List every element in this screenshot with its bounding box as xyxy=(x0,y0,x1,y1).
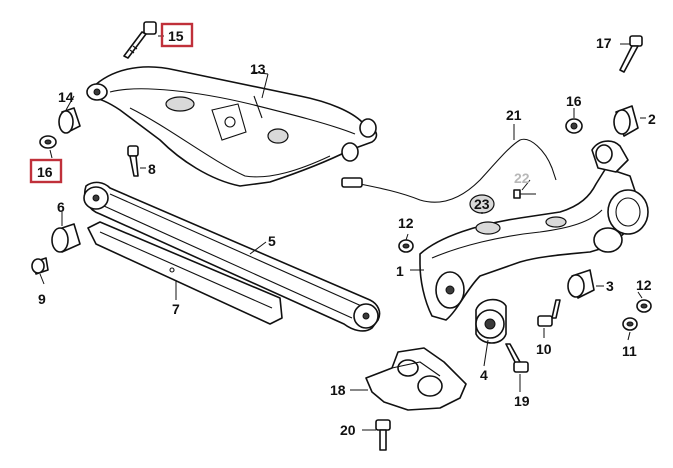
callout-3: 3 xyxy=(606,278,614,294)
part-8-bolt xyxy=(127,145,139,177)
part-22-bolt xyxy=(513,189,536,199)
part-19-bolt xyxy=(505,343,529,373)
part-21-sensor-cable xyxy=(341,138,557,203)
leader-lines xyxy=(39,35,646,431)
callout-16-right: 16 xyxy=(566,93,582,109)
callout-19: 19 xyxy=(514,393,530,409)
callout-10: 10 xyxy=(536,341,552,357)
part-13-upper-control-arm xyxy=(86,66,378,187)
callout-23: 23 xyxy=(474,196,490,212)
callout-labels: 1 2 3 4 5 6 7 8 9 10 11 12 12 13 14 15 1… xyxy=(37,28,656,438)
callout-15: 15 xyxy=(168,28,184,44)
callout-12-right: 12 xyxy=(636,277,652,293)
callout-20: 20 xyxy=(340,422,356,438)
part-1-wheel-carrier xyxy=(419,140,649,321)
highlight-box-15 xyxy=(160,22,194,48)
callout-2: 2 xyxy=(648,111,656,127)
callout-18: 18 xyxy=(330,382,346,398)
callout-22: 22 xyxy=(514,170,530,186)
callout-12-left: 12 xyxy=(398,215,414,231)
part-18-bracket xyxy=(365,347,467,411)
part-16-nut xyxy=(39,135,57,149)
part-14-bushing xyxy=(58,107,81,134)
part-15-bolt xyxy=(123,21,157,59)
part-20-bolt xyxy=(375,419,391,451)
part-2-bushing xyxy=(613,105,639,137)
part-12-washer-left xyxy=(398,239,414,253)
part-16-nut-right xyxy=(565,118,583,134)
callout-1: 1 xyxy=(396,263,404,279)
callout-8: 8 xyxy=(148,161,156,177)
callout-5: 5 xyxy=(268,233,276,249)
callout-6: 6 xyxy=(57,199,65,215)
part-3-bushing xyxy=(567,269,595,299)
part-6-bushing xyxy=(51,223,81,253)
part-12-washer-right xyxy=(636,299,652,313)
callout-13: 13 xyxy=(250,61,266,77)
callout-21: 21 xyxy=(506,107,522,123)
callout-4: 4 xyxy=(480,367,488,383)
callout-7: 7 xyxy=(172,301,180,317)
part-11-nut xyxy=(622,317,638,331)
callout-16-left: 16 xyxy=(37,164,53,180)
part-7-shield xyxy=(87,221,283,325)
part-5-lower-arm xyxy=(83,181,381,332)
highlight-box-16 xyxy=(29,158,63,184)
callout-17: 17 xyxy=(596,35,612,51)
part-9-washer xyxy=(31,257,49,275)
callout-9: 9 xyxy=(38,291,46,307)
part-10-bolt xyxy=(537,299,561,327)
part-17-bolt xyxy=(619,35,643,73)
part-4-bushing xyxy=(475,298,507,344)
callout-14: 14 xyxy=(58,89,74,105)
callout-11: 11 xyxy=(622,343,637,359)
